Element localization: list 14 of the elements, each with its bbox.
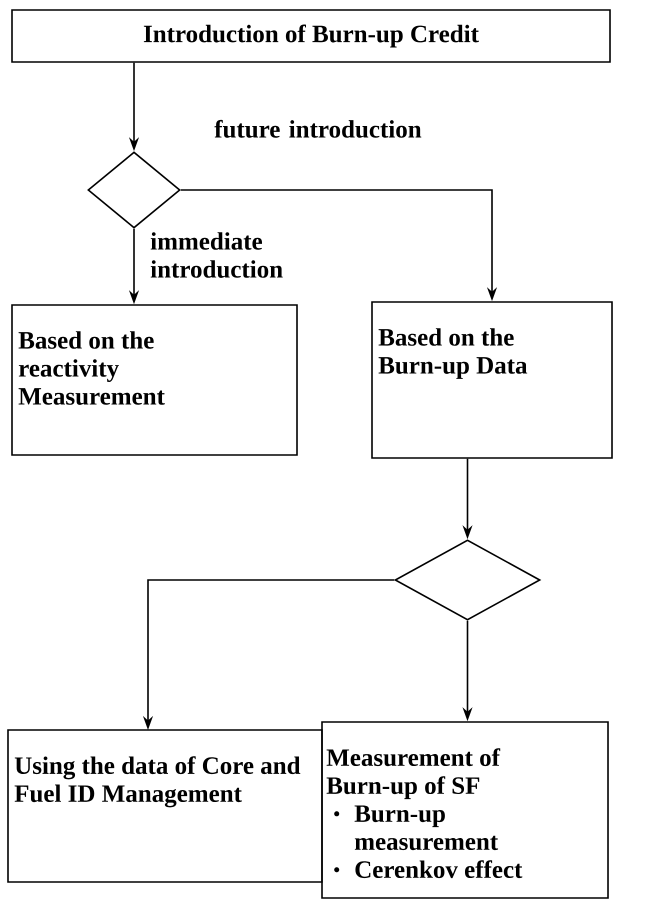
edge-label: immediate introduction: [150, 232, 283, 278]
bullet-item: Cerenkov effect: [355, 860, 522, 878]
process-box: [7, 729, 323, 883]
process-box: [371, 301, 613, 459]
box-text: Using the data of Core and Fuel ID Management: [14, 756, 300, 808]
box-text: Based on the reactivity Measurement: [18, 331, 165, 405]
process-box: [321, 721, 609, 899]
box-heading: Measurement of Burn-up of SF: [326, 748, 500, 800]
process-box: [11, 304, 298, 456]
bullet-item: Burn-up measurement: [354, 805, 498, 850]
box-title: Introduction of Burn-up Credit: [144, 24, 479, 48]
box-text: Based on the Burn-up Data: [378, 328, 528, 379]
title-box: [11, 9, 611, 63]
edge-label: future introduction: [214, 120, 422, 138]
